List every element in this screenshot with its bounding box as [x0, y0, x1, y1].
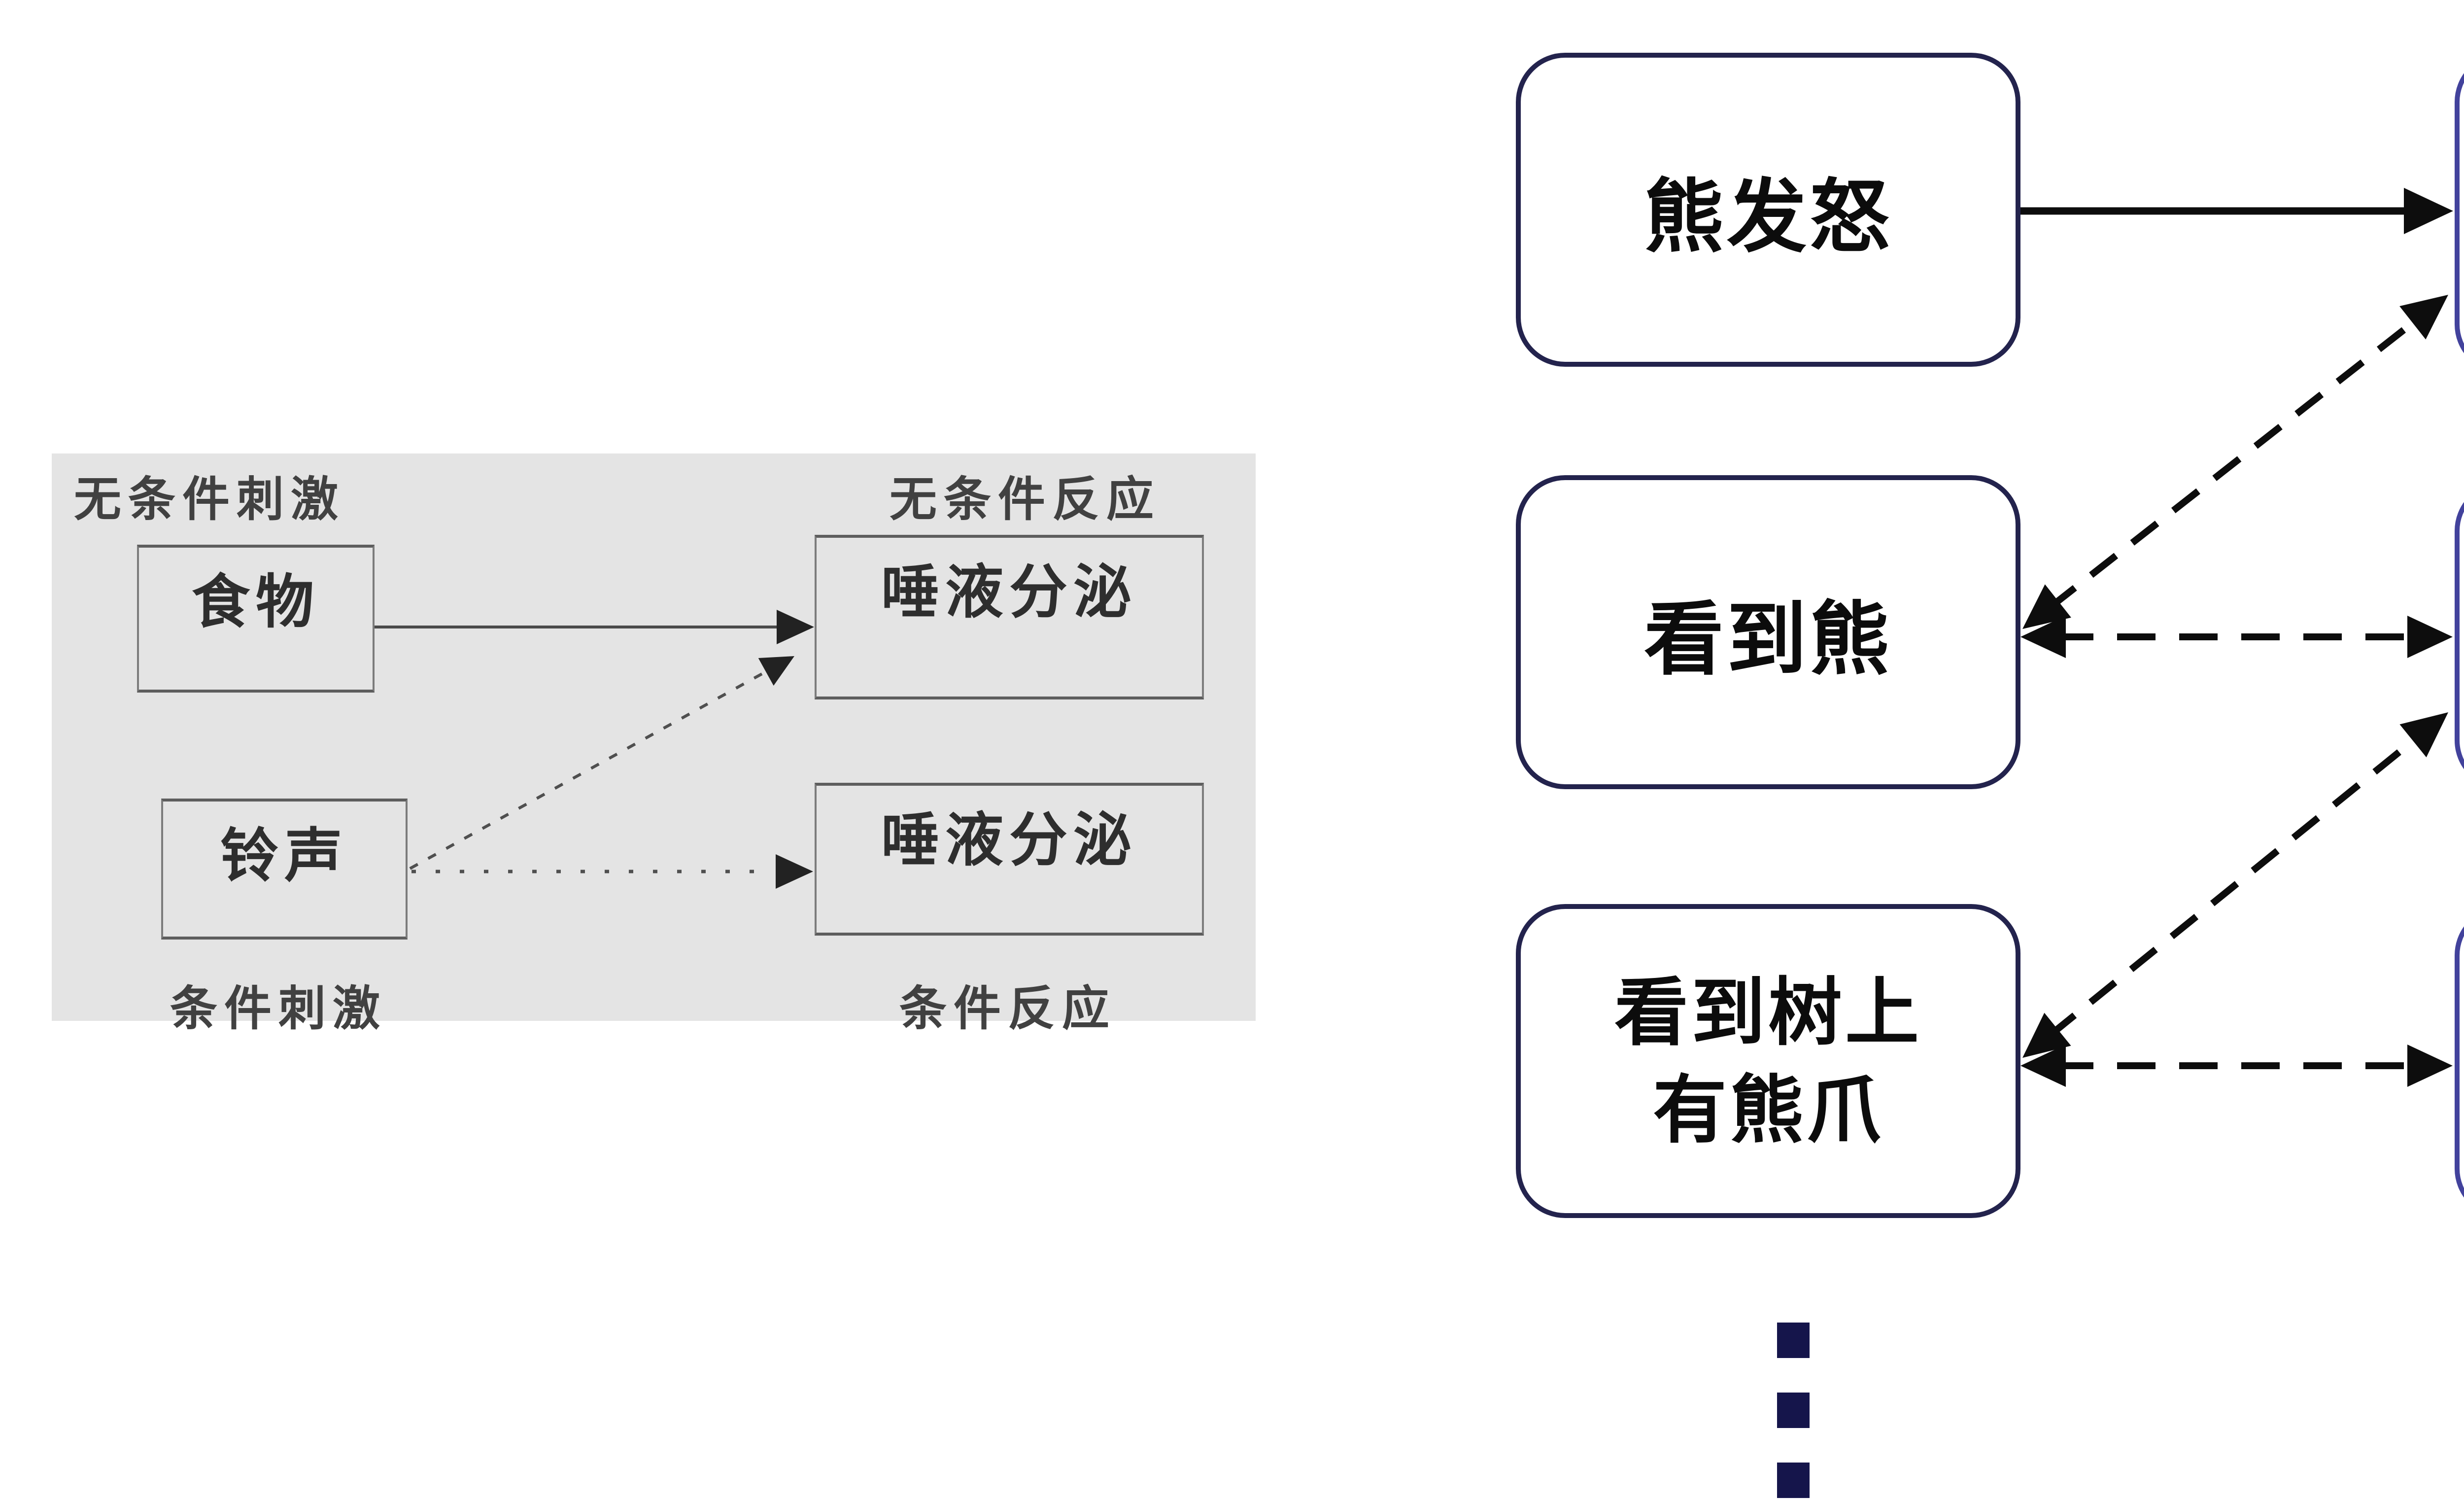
ellipsis-dot-states-3 — [1777, 1463, 1810, 1498]
claw-marks-value-s-prime-dashed-double-arrow-icon — [2022, 712, 2448, 1058]
box-bell-label: 铃声 — [220, 824, 348, 889]
node-bear-angry-label: 熊发怒 — [1644, 173, 1892, 262]
node-value-s: V(s) — [2455, 906, 2464, 1218]
box-food-label: 食物 — [191, 570, 320, 635]
ellipsis-dot-states-1 — [1777, 1323, 1810, 1358]
conditioning-panel: 无条件刺激 无条件反应 食物 唾液分泌 铃声 唾液分泌 条件刺激 条件反应 — [52, 453, 1256, 1035]
see-bear-reward-dashed-double-arrow-icon — [2022, 295, 2448, 629]
box-salivation-bottom: 唾液分泌 — [815, 783, 1204, 936]
node-see-bear: 看到熊 — [1516, 475, 2020, 789]
ellipsis-dot-states-2 — [1777, 1393, 1810, 1428]
box-salivation-top: 唾液分泌 — [815, 535, 1204, 699]
label-unconditioned-response: 无条件反应 — [890, 473, 1161, 526]
claw-marks-value-s-dashed-double-arrow-icon — [2020, 1045, 2453, 1087]
node-value-s-prime: V(s′) — [2455, 482, 2464, 790]
node-reward: 奖励 — [2455, 53, 2464, 374]
box-bell: 铃声 — [161, 799, 408, 940]
node-see-claw-marks-line2: 有熊爪 — [1652, 1068, 1883, 1151]
node-see-bear-label: 看到熊 — [1644, 595, 1892, 684]
node-see-claw-marks-line1: 看到树上 — [1614, 971, 1922, 1054]
label-unconditioned-stimulus: 无条件刺激 — [74, 473, 345, 526]
label-conditioned-response: 条件反应 — [899, 982, 1116, 1035]
label-conditioned-stimulus: 条件刺激 — [170, 982, 387, 1035]
see-bear-value-s-prime-dashed-double-arrow-icon — [2020, 616, 2453, 658]
box-salivation-bottom-label: 唾液分泌 — [881, 808, 1137, 873]
node-see-claw-marks: 看到树上 有熊爪 — [1516, 904, 2020, 1218]
box-food: 食物 — [137, 545, 375, 693]
box-salivation-top-label: 唾液分泌 — [881, 560, 1137, 625]
bear-angry-to-reward-solid-arrow-icon — [2020, 188, 2453, 234]
node-bear-angry: 熊发怒 — [1516, 53, 2020, 367]
